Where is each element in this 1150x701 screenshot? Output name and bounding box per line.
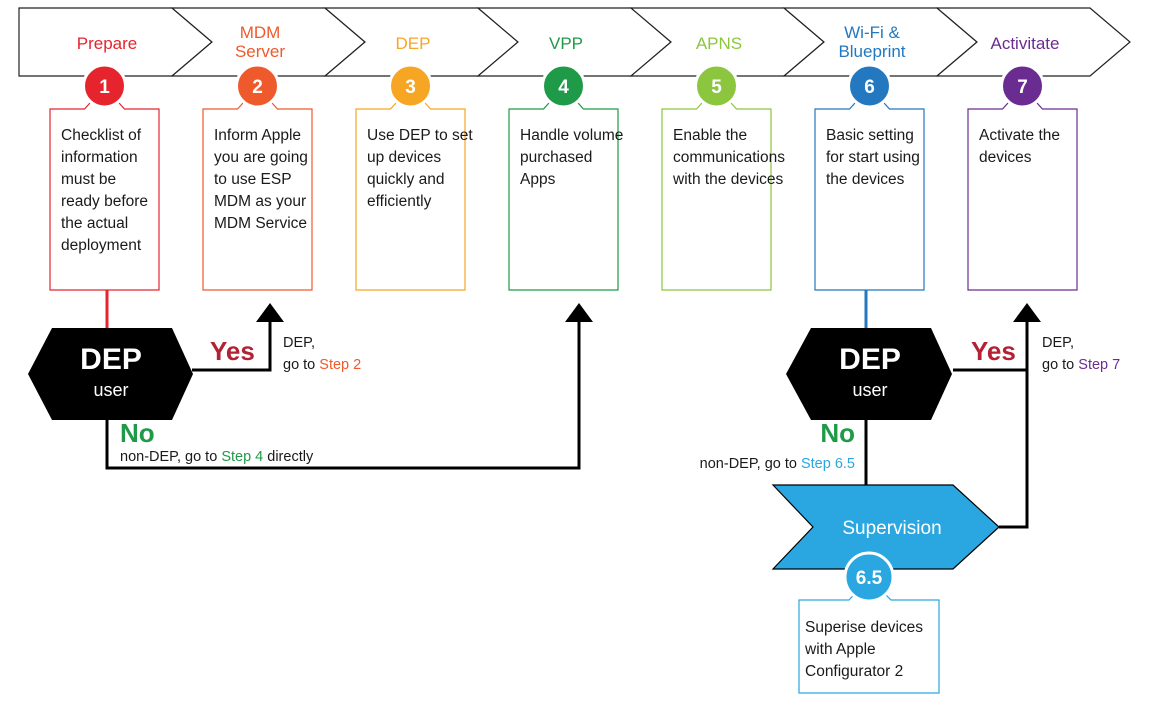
stage-description-line: the actual xyxy=(61,215,128,232)
step-badge-1 xyxy=(82,63,127,109)
yes-route-note: go to Step 7 xyxy=(1042,357,1120,373)
step-4-link: Step 4 xyxy=(221,449,263,465)
step-6-5-description-line: Configurator 2 xyxy=(805,663,903,680)
step-number-5: 5 xyxy=(711,77,722,98)
stage-box-6 xyxy=(814,86,925,291)
step-6-5-link: Step 6.5 xyxy=(801,456,855,472)
stage-box-7 xyxy=(967,86,1078,291)
stage-description-line: Handle volume xyxy=(520,127,623,144)
yes-label: Yes xyxy=(971,336,1016,366)
step-badge-2 xyxy=(235,63,280,109)
stage-title-3: DEP xyxy=(396,34,431,53)
step-2-link: Step 2 xyxy=(319,357,361,373)
stage-description-line: information xyxy=(61,149,138,166)
yes-note: DEP, xyxy=(1042,335,1074,351)
no-route-note: non-DEP, go to Step 4 directly xyxy=(120,449,314,465)
step-6-5-box xyxy=(798,577,940,694)
stage-description-line: Enable the xyxy=(673,127,747,144)
step-badge-5 xyxy=(694,63,739,109)
stage-description-line: the devices xyxy=(826,171,905,188)
stage-description-line: quickly and xyxy=(367,171,445,188)
stage-box-2 xyxy=(202,86,313,291)
dep-badge xyxy=(786,328,952,420)
stage-description-line: Apps xyxy=(520,171,556,188)
stage-description-line: devices xyxy=(979,149,1032,166)
flow-connectors xyxy=(105,290,1041,529)
step-number-3: 3 xyxy=(405,77,416,98)
arrow-to-step7 xyxy=(1013,303,1041,322)
step-6-5-description-line: with Apple xyxy=(804,641,876,658)
dep-badge xyxy=(28,328,193,420)
user-label: user xyxy=(93,380,128,400)
stage-chevron-7 xyxy=(935,7,1131,77)
stage-description-line: to use ESP xyxy=(214,171,292,188)
step-badge-7 xyxy=(1000,63,1045,109)
stage-title-7: Activitate xyxy=(991,34,1060,53)
stage-description-line: with the devices xyxy=(672,171,784,188)
stage-description-line: for start using xyxy=(826,149,920,166)
supervision-label: Supervision xyxy=(842,518,941,539)
stage-box-1 xyxy=(49,86,160,291)
step-number-4: 4 xyxy=(558,77,569,98)
stage-box-5 xyxy=(661,86,772,291)
supervision-to-step7 xyxy=(999,370,1029,529)
stage-title-6: Blueprint xyxy=(838,42,905,61)
stage-description-line: ready before xyxy=(61,193,148,210)
stage-description-line: MDM Service xyxy=(214,215,307,232)
step-6-5-number: 6.5 xyxy=(856,568,883,589)
step-6-5-description-line: Superise devices xyxy=(805,619,923,636)
step-7-link: Step 7 xyxy=(1078,357,1120,373)
step-number-1: 1 xyxy=(99,77,110,98)
dep-label: DEP xyxy=(80,343,142,376)
no-route-note: non-DEP, go to Step 6.5 xyxy=(700,456,855,472)
supervision-branch: Supervision 6.5 Superise devices with App… xyxy=(771,484,1000,694)
yes-route-note: go to Step 2 xyxy=(283,357,361,373)
step-number-6: 6 xyxy=(864,77,875,98)
step-number-7: 7 xyxy=(1017,77,1028,98)
stage-title-6: Wi-Fi & xyxy=(844,23,900,42)
dep-label: DEP xyxy=(839,343,901,376)
stage-description-line: up devices xyxy=(367,149,441,166)
stage-description-line: must be xyxy=(61,171,116,188)
no-label: No xyxy=(120,418,155,448)
arrow-to-step2 xyxy=(256,303,284,322)
stage-description-line: Inform Apple xyxy=(214,127,301,144)
step-badge-4 xyxy=(541,63,586,109)
stage-description-line: purchased xyxy=(520,149,592,166)
user-label: user xyxy=(852,380,887,400)
stage-title-2: MDM xyxy=(240,23,281,42)
yes-label: Yes xyxy=(210,336,255,366)
stage-title-5: APNS xyxy=(696,34,742,53)
stage-description-line: deployment xyxy=(61,237,142,254)
stage-description-line: Activate the xyxy=(979,127,1060,144)
dep-user-decision-left: DEP user Yes DEP, go to Step 2 No non-DE… xyxy=(28,328,361,465)
stage-description-line: you are going xyxy=(214,149,308,166)
stage-description-line: communications xyxy=(673,149,785,166)
yes-path-step2 xyxy=(192,318,272,372)
stage-description-line: Use DEP to set xyxy=(367,127,473,144)
stage-box-3 xyxy=(355,86,466,291)
stage-title-1: Prepare xyxy=(77,34,137,53)
step-number-2: 2 xyxy=(252,77,263,98)
stage-title-4: VPP xyxy=(549,34,583,53)
stage-description-line: MDM as your xyxy=(214,193,306,210)
stage-description-line: Checklist of xyxy=(61,127,142,144)
stage-box-4 xyxy=(508,86,619,291)
stage-description-line: efficiently xyxy=(367,193,432,210)
no-path-step4 xyxy=(105,318,581,470)
step-badge-3 xyxy=(388,63,433,109)
no-label: No xyxy=(820,418,855,448)
supervision-chevron xyxy=(771,484,1000,570)
yes-note: DEP, xyxy=(283,335,315,351)
stage-title-2: Server xyxy=(235,42,285,61)
stage-description-line: Basic setting xyxy=(826,127,914,144)
step-6-5-badge xyxy=(843,551,895,603)
step-badge-6 xyxy=(847,63,892,109)
arrow-to-step4 xyxy=(565,303,593,322)
dep-user-decision-right: DEP user Yes DEP, go to Step 7 No non-DE… xyxy=(700,328,1120,472)
